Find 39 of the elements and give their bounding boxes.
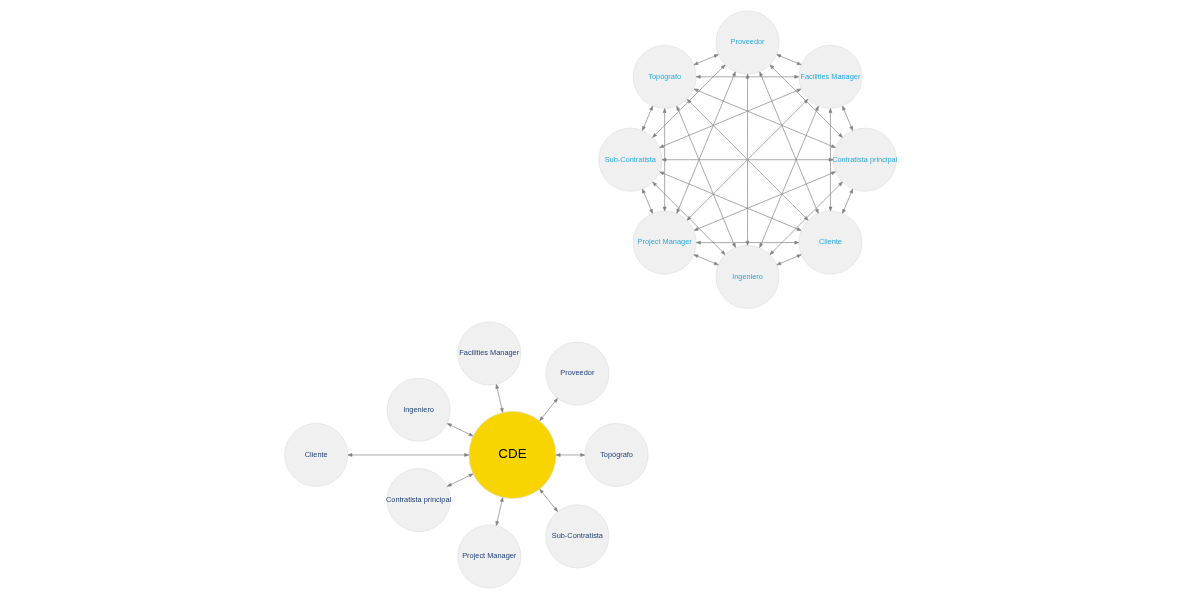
arrow <box>693 54 719 66</box>
arrow <box>642 105 653 131</box>
arrow <box>659 88 802 148</box>
arrow <box>347 453 469 457</box>
arrow <box>662 108 667 212</box>
arrow <box>676 71 736 214</box>
arrow <box>539 398 558 421</box>
arrow <box>676 105 736 248</box>
arrow <box>842 188 853 214</box>
arrow <box>828 108 833 212</box>
arrow <box>446 423 474 437</box>
node-circle: Facilities Manager <box>457 321 522 386</box>
arrow <box>661 157 834 162</box>
arrow <box>539 488 558 512</box>
arrow <box>495 384 504 413</box>
arrow <box>652 181 726 255</box>
arrow <box>693 171 836 231</box>
arrow <box>745 73 750 246</box>
arrow <box>495 497 504 526</box>
arrow <box>695 75 800 79</box>
arrow <box>686 99 809 221</box>
arrow <box>693 88 836 148</box>
arrow <box>776 254 802 266</box>
arrow <box>759 105 819 248</box>
arrow <box>769 64 843 138</box>
arrow <box>696 240 800 245</box>
arrow <box>759 71 819 214</box>
node-circle: Cliente <box>284 423 349 487</box>
node-circle: Project Manager <box>457 524 522 589</box>
arrow <box>776 54 802 66</box>
arrow <box>446 473 474 487</box>
arrow <box>555 453 586 457</box>
arrow <box>642 188 653 214</box>
arrow <box>769 181 843 255</box>
arrow <box>693 254 719 266</box>
arrow <box>842 105 853 131</box>
node-circle: Topógrafo <box>584 423 649 487</box>
arrow <box>659 171 802 231</box>
arrow <box>652 64 726 138</box>
